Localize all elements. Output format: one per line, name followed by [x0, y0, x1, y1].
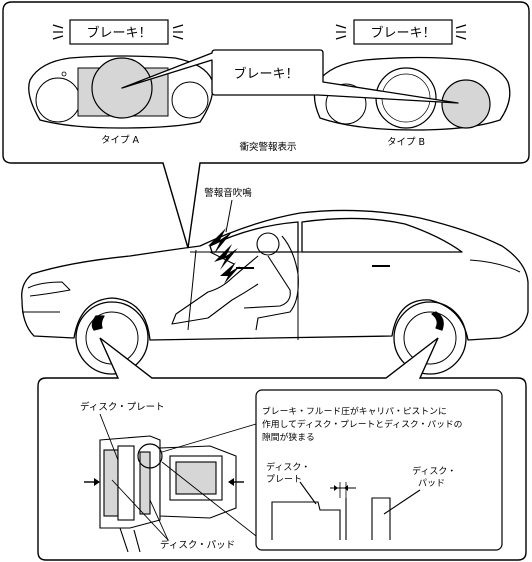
display-caption: 衝突警報表示 [239, 141, 296, 153]
alert-text-left: ブレーキ！ [86, 25, 151, 41]
brake-detail-panel: ディスク・プレート ディスク・パッド [37, 337, 527, 561]
pressure-arrows [84, 478, 244, 486]
disc-plate-label: ディスク・プレート [80, 401, 165, 413]
instrument-cluster-type-b [313, 56, 511, 131]
window-front [209, 221, 299, 253]
detail-plate-label-2: プレート [266, 474, 302, 485]
alert-badge-right: ブレーキ！ [335, 19, 467, 45]
alert-text-right: ブレーキ！ [370, 25, 435, 41]
collision-warning-panel: ブレーキ！ ブレーキ！ タイプ A [2, 1, 530, 249]
disc-pad-label: ディスク・パッド [160, 539, 235, 551]
explanation-line-1: ブレーキ・フルード圧がキャリパ・ピストンに [262, 405, 447, 417]
alert-badge-left: ブレーキ！ [52, 19, 184, 45]
type-b-label: タイプ B [387, 137, 425, 148]
front-wheel [75, 301, 149, 375]
car-body-outline [21, 209, 529, 341]
gap-detail-drawing [271, 481, 421, 540]
detail-plate-label-1: ディスク・ [266, 461, 310, 473]
callout-bubble: ブレーキ！ [121, 49, 459, 104]
alarm-sound-icon [208, 228, 240, 284]
callout-text: ブレーキ！ [233, 66, 298, 82]
window-rear [301, 217, 463, 253]
explanation-line-2: 作用してディスク・プレートとディスク・パッドの [262, 418, 462, 430]
detail-pad-label-2: パッド [418, 478, 445, 489]
detail-focus-circle [137, 443, 163, 469]
rear-wheel [393, 301, 467, 375]
explanation-line-3: 隙間が狭まる [262, 431, 315, 443]
car-side-view [21, 209, 529, 375]
detail-pad-label-1: ディスク・ [412, 465, 456, 477]
detail-box [255, 389, 503, 551]
alarm-label: 警報音吹鳴 [204, 187, 252, 199]
type-a-label: タイプ A [101, 135, 140, 146]
